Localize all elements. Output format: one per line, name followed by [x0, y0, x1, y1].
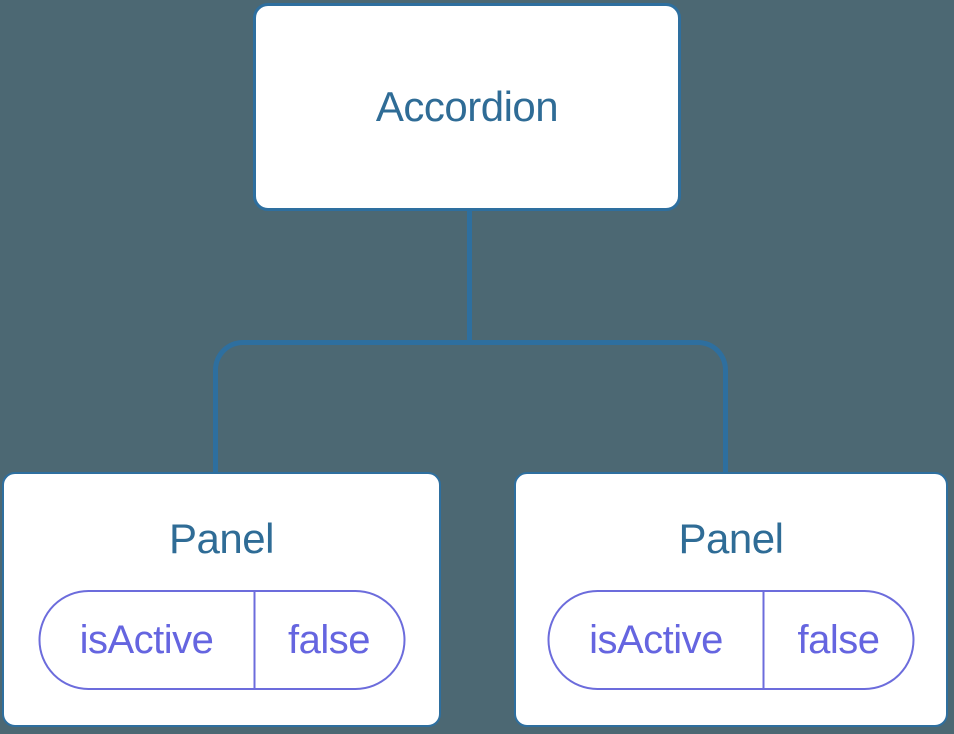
accordion-node-label: Accordion — [375, 83, 559, 130]
prop-name-label: isActive — [589, 617, 723, 662]
connector-bracket-line — [213, 340, 728, 472]
prop-pill-divider — [762, 592, 765, 688]
prop-pill-left: isActive false — [38, 590, 405, 690]
prop-value-label: false — [288, 617, 371, 662]
panel-node-right: Panel isActive false — [514, 472, 948, 727]
prop-pill-divider — [253, 592, 255, 688]
prop-value-label: false — [797, 617, 881, 662]
panel-node-right-label: Panel — [678, 515, 784, 562]
prop-name-label: isActive — [79, 617, 214, 662]
panel-node-left: Panel isActive false — [2, 472, 441, 727]
panel-node-left-label: Panel — [169, 515, 274, 562]
connector-stem-line — [467, 211, 472, 343]
prop-pill-right: isActive false — [547, 590, 915, 690]
accordion-node: Accordion — [253, 3, 681, 211]
